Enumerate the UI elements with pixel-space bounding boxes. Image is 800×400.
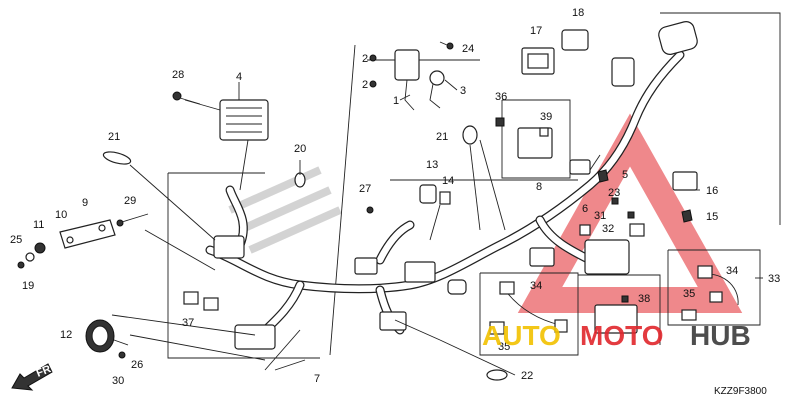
holder-part-39 bbox=[517, 127, 553, 159]
callout-10: 10 bbox=[55, 209, 67, 221]
regulator-rectifier-part bbox=[219, 99, 269, 141]
callout-29: 29 bbox=[124, 195, 136, 207]
clip-part-22 bbox=[486, 369, 508, 381]
sub-harness-box-right bbox=[681, 265, 739, 321]
callout-36: 36 bbox=[495, 91, 507, 103]
frame-line bbox=[167, 173, 320, 359]
callout-37: 37 bbox=[182, 317, 194, 329]
watermark-text: AUTO MOTO HUB bbox=[482, 320, 751, 351]
callout-32: 32 bbox=[602, 223, 614, 235]
sensor-part-13 bbox=[419, 184, 451, 205]
horn-part-12 bbox=[85, 319, 129, 359]
callout-13: 13 bbox=[426, 159, 438, 171]
band-part-21-b bbox=[462, 125, 478, 145]
watermark-hub: HUB bbox=[690, 320, 751, 351]
sub-box-39 bbox=[501, 99, 571, 179]
callout-21-b: 21 bbox=[436, 131, 448, 143]
clip-part-20 bbox=[294, 172, 306, 188]
bolt-part-27 bbox=[366, 206, 374, 214]
callout-17: 17 bbox=[530, 25, 542, 37]
callout-2-a: 2 bbox=[362, 53, 368, 65]
clip-part-23 bbox=[611, 197, 619, 205]
callout-3: 3 bbox=[460, 85, 466, 97]
washer-parts bbox=[17, 242, 46, 269]
callout-9: 9 bbox=[82, 197, 88, 209]
screw-part-24 bbox=[439, 41, 454, 50]
callout-21-a: 21 bbox=[108, 131, 120, 143]
callout-7: 7 bbox=[314, 373, 320, 385]
callout-23: 23 bbox=[608, 187, 620, 199]
front-direction-arrow bbox=[11, 363, 53, 391]
diagram-code: KZZ9F3800 bbox=[714, 386, 767, 397]
callout-2-b: 2 bbox=[362, 79, 368, 91]
bolt-part-28 bbox=[172, 91, 201, 105]
callout-22: 22 bbox=[521, 370, 533, 382]
watermark-moto: MOTO bbox=[580, 320, 663, 351]
sub-box-33 bbox=[667, 249, 761, 326]
callout-35-b: 35 bbox=[683, 288, 695, 300]
relay-part-16 bbox=[672, 171, 698, 191]
callout-28: 28 bbox=[172, 69, 184, 81]
bracket-part-9 bbox=[59, 213, 149, 249]
callout-27: 27 bbox=[359, 183, 371, 195]
callout-18: 18 bbox=[572, 7, 584, 19]
sub-box-34-35 bbox=[479, 272, 579, 356]
callout-14: 14 bbox=[442, 175, 454, 187]
callout-38: 38 bbox=[638, 293, 650, 305]
band-part-21 bbox=[102, 151, 132, 165]
watermark-logo bbox=[517, 113, 743, 313]
callout-20: 20 bbox=[294, 143, 306, 155]
connector-part-3 bbox=[429, 70, 445, 109]
relay-part-17 bbox=[521, 47, 555, 75]
clip-part-15 bbox=[681, 209, 693, 223]
callout-12: 12 bbox=[60, 329, 72, 341]
main-wire-harness bbox=[205, 21, 698, 350]
clip-part-36 bbox=[495, 117, 505, 127]
relay-cover-part-18 bbox=[561, 29, 589, 51]
callout-34-b: 34 bbox=[726, 265, 738, 277]
callout-35-a: 35 bbox=[498, 341, 510, 353]
callout-4: 4 bbox=[236, 71, 242, 83]
watermark-auto: AUTO bbox=[482, 320, 561, 351]
callout-6: 6 bbox=[582, 203, 588, 215]
callout-33: 33 bbox=[768, 273, 780, 285]
frame-line bbox=[578, 274, 661, 345]
leader-lines bbox=[111, 79, 763, 376]
callout-11: 11 bbox=[33, 219, 44, 231]
connector-part-37 bbox=[183, 291, 219, 311]
callout-24: 24 bbox=[462, 43, 474, 55]
callout-30: 30 bbox=[112, 375, 124, 387]
connector-part-32 bbox=[629, 223, 645, 237]
callout-31: 31 bbox=[594, 210, 606, 222]
clip-part-5 bbox=[597, 169, 609, 183]
callout-16: 16 bbox=[706, 185, 718, 197]
callout-19: 19 bbox=[22, 280, 34, 292]
frame-line bbox=[660, 12, 781, 225]
callout-labels: 1 2 2 3 4 5 6 7 8 9 10 11 12 13 14 15 16… bbox=[10, 7, 780, 387]
callout-25: 25 bbox=[10, 234, 22, 246]
frame-line bbox=[329, 44, 356, 356]
sub-harness-box-left bbox=[489, 281, 568, 335]
callout-26: 26 bbox=[131, 359, 143, 371]
callout-34-a: 34 bbox=[530, 280, 542, 292]
fuse-box-part-38 bbox=[594, 295, 638, 334]
relay-part-1 bbox=[369, 49, 420, 111]
callout-8: 8 bbox=[536, 181, 542, 193]
connector-part-6 bbox=[579, 224, 591, 236]
connector-part-31 bbox=[627, 211, 635, 219]
callout-15: 15 bbox=[706, 211, 718, 223]
callout-5: 5 bbox=[622, 169, 628, 181]
direction-label: FR. bbox=[35, 362, 56, 380]
callout-39: 39 bbox=[540, 111, 552, 123]
callout-1: 1 bbox=[393, 95, 399, 107]
